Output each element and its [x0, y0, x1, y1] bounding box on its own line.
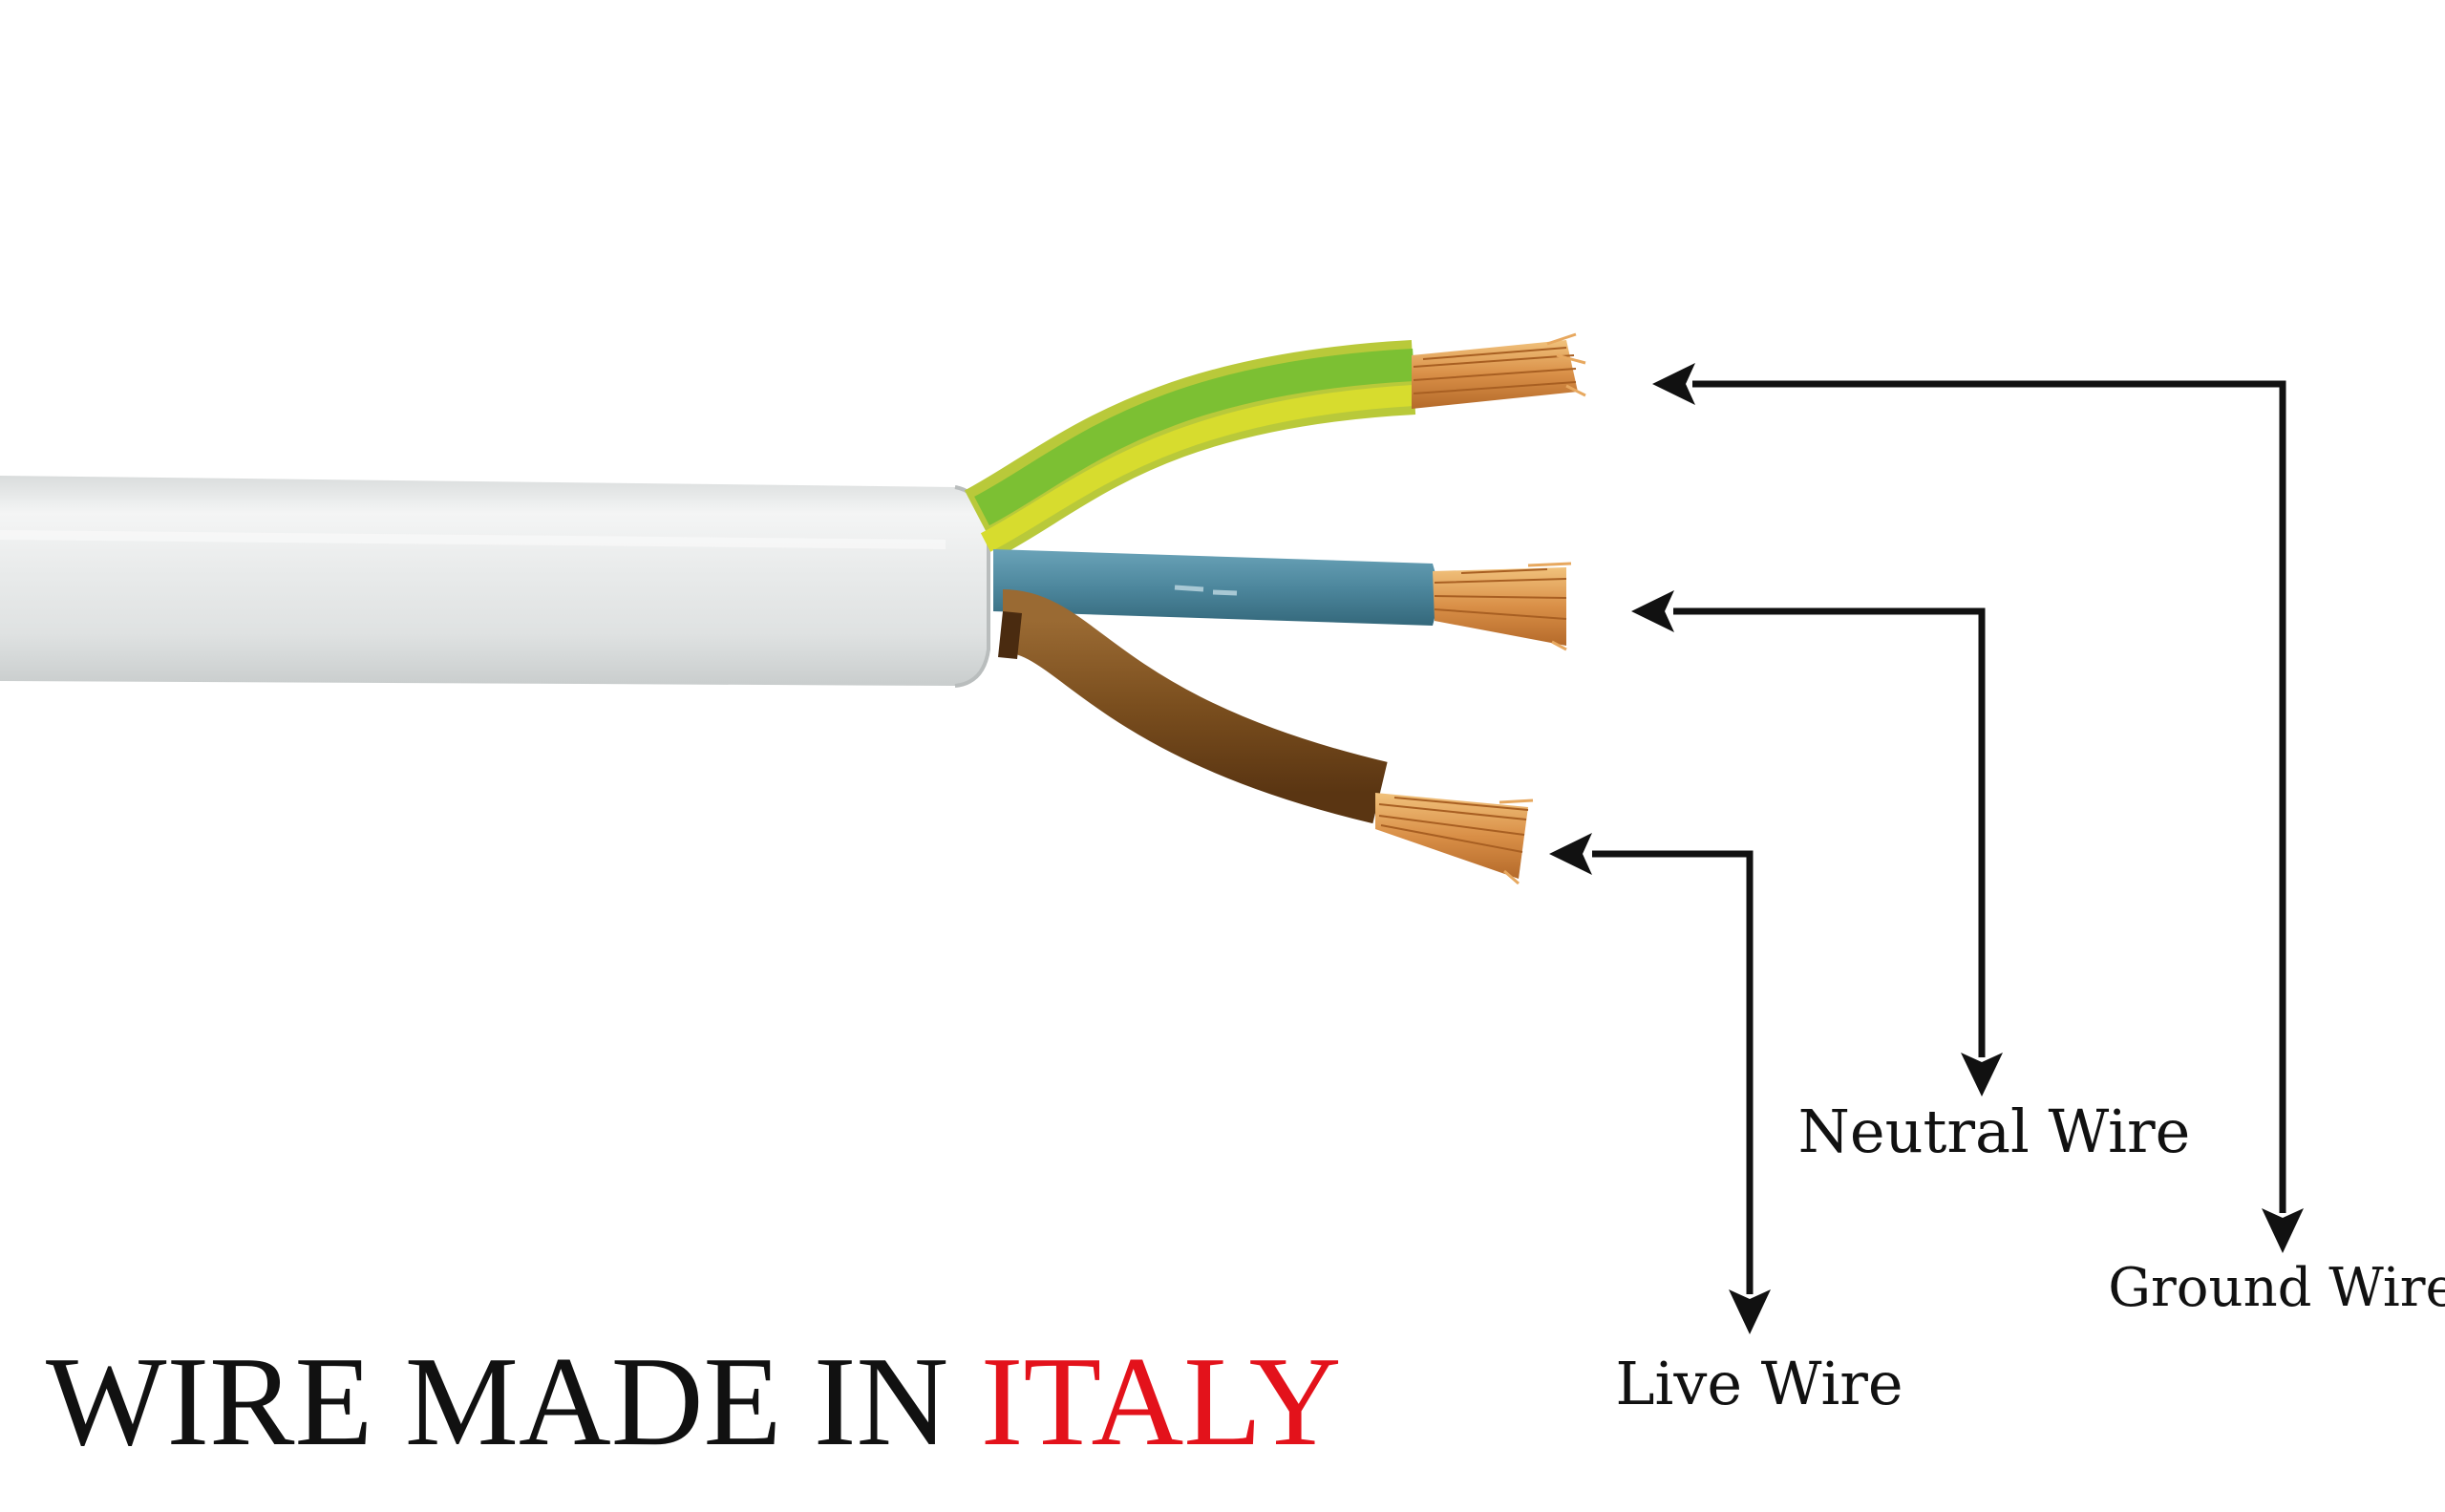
neutral-arrowhead-down — [1961, 1053, 2003, 1097]
page-title: WIRE MADE IN ITALY — [46, 1331, 1342, 1472]
neutral-arrow — [1631, 590, 2003, 1097]
ground-arrowhead-down — [2262, 1208, 2304, 1253]
live-copper-strands — [1375, 793, 1534, 885]
live-arrowhead-down — [1729, 1289, 1771, 1334]
live-arrow — [1549, 833, 1771, 1334]
live-arrowhead-left — [1549, 833, 1592, 875]
cable-sheath — [0, 476, 990, 688]
live-wire-label: Live Wire — [1615, 1349, 1903, 1418]
ground-wire — [964, 340, 1416, 557]
neutral-copper-strands — [1433, 562, 1572, 651]
ground-arrow — [1652, 363, 2304, 1253]
neutral-wire — [993, 549, 1437, 626]
ground-arrowhead-left — [1652, 363, 1695, 405]
neutral-arrowhead-left — [1631, 590, 1674, 632]
neutral-wire-label: Neutral Wire — [1798, 1097, 2191, 1166]
title-part-black: WIRE MADE IN — [46, 1331, 981, 1472]
title-part-red: ITALY — [981, 1331, 1342, 1472]
ground-wire-label: Ground Wire — [2108, 1257, 2445, 1319]
ground-copper-strands — [1412, 332, 1586, 409]
live-wire — [998, 589, 1388, 824]
